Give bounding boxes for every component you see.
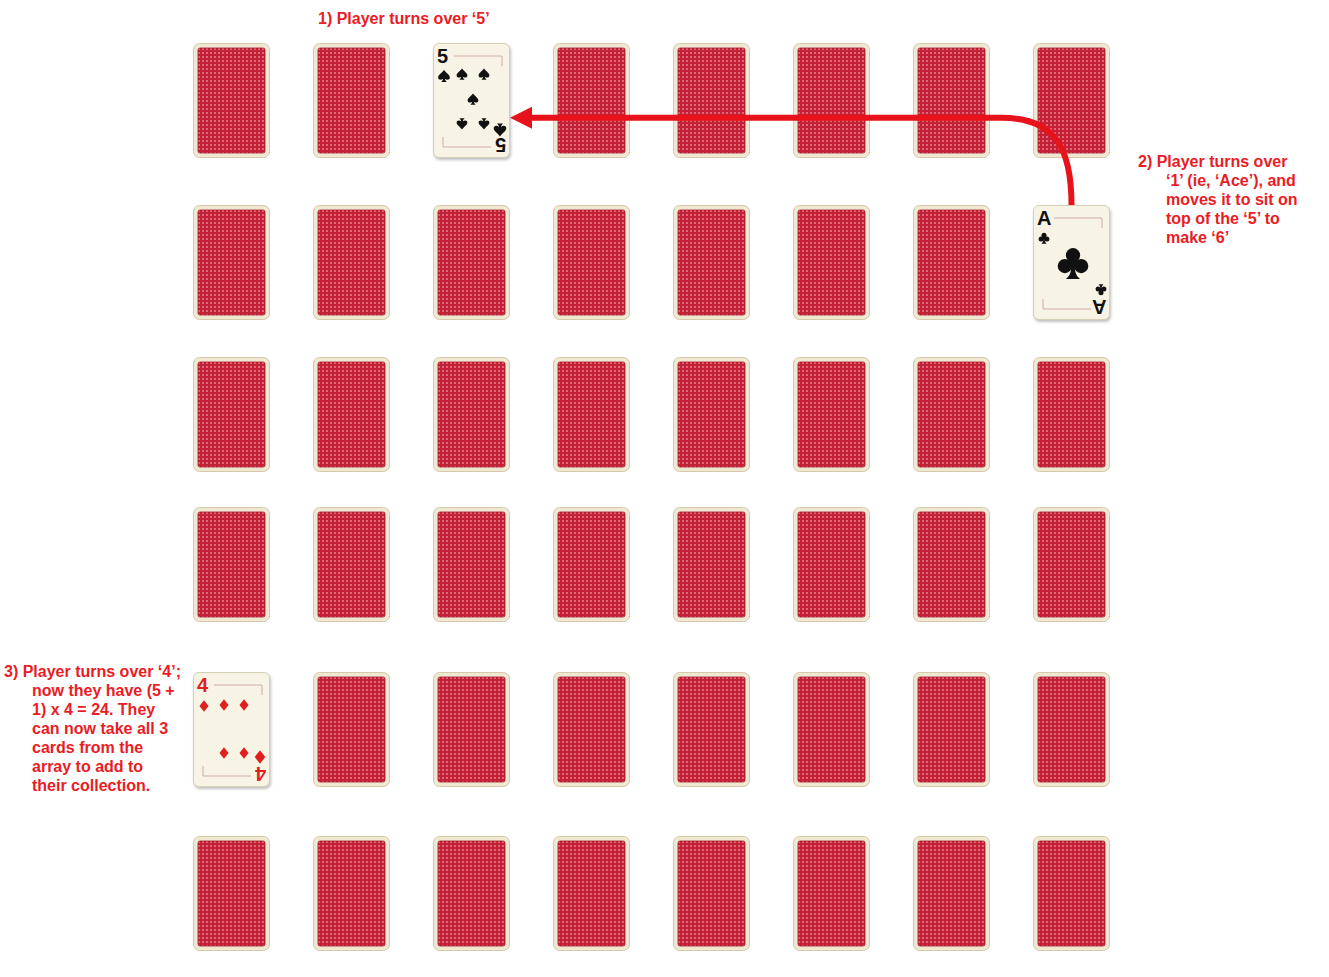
card-back	[554, 206, 630, 320]
playing-card: AA	[1033, 205, 1110, 320]
card-back	[434, 837, 510, 951]
suit-pip	[1096, 284, 1107, 295]
card-back	[314, 837, 390, 951]
card-frame-line	[203, 685, 262, 776]
suit-pip	[199, 700, 208, 712]
step-annotation: 3) Player turns over ‘4’; now they have …	[4, 662, 182, 795]
card-back	[914, 358, 990, 472]
card-back	[554, 673, 630, 787]
suit-pip	[479, 118, 490, 129]
card-rank: 5	[495, 135, 506, 155]
card-back	[194, 837, 270, 951]
card-back	[434, 508, 510, 622]
card-back	[434, 673, 510, 787]
card-back	[1034, 358, 1110, 472]
card-rank: 4	[197, 675, 208, 695]
card-back	[674, 508, 750, 622]
card-back	[1034, 508, 1110, 622]
suit-pip	[255, 750, 266, 763]
card-rank: 4	[255, 764, 266, 784]
card-back	[194, 44, 270, 158]
card-back	[434, 206, 510, 320]
suit-pip	[457, 68, 468, 79]
card-back	[314, 673, 390, 787]
card-back	[794, 44, 870, 158]
card-back	[314, 206, 390, 320]
card-back	[1034, 837, 1110, 951]
card-back	[554, 508, 630, 622]
card-back	[674, 358, 750, 472]
suit-pip	[438, 70, 450, 82]
move-arrow	[510, 107, 1072, 205]
card-back	[554, 837, 630, 951]
suit-pip	[457, 118, 468, 129]
step-annotation: 1) Player turns over ‘5’	[318, 9, 638, 28]
card-back	[1034, 673, 1110, 787]
card-back	[914, 673, 990, 787]
suit-pip	[239, 747, 248, 759]
suit-pip	[239, 699, 248, 711]
playing-card: 55	[433, 43, 510, 158]
card-back	[314, 358, 390, 472]
arrow-head	[510, 107, 532, 129]
suit-pip	[468, 93, 479, 104]
card-back	[674, 837, 750, 951]
card-back	[674, 673, 750, 787]
card-frame-line	[1043, 218, 1102, 309]
card-rank: A	[1092, 297, 1106, 317]
card-back	[914, 206, 990, 320]
arrow-shaft	[530, 118, 1072, 205]
card-back	[794, 837, 870, 951]
step-annotation: 2) Player turns over ‘1’ (ie, ‘Ace’), an…	[1138, 152, 1306, 247]
card-back	[794, 358, 870, 472]
card-back	[554, 358, 630, 472]
card-frame-line	[443, 56, 502, 147]
card-back	[674, 44, 750, 158]
card-back	[314, 508, 390, 622]
card-back	[194, 508, 270, 622]
card-back	[794, 673, 870, 787]
playing-card: 44	[193, 672, 270, 787]
card-back	[1034, 44, 1110, 158]
card-back	[194, 358, 270, 472]
card-back	[674, 206, 750, 320]
card-back	[794, 206, 870, 320]
card-back	[314, 44, 390, 158]
card-back	[914, 508, 990, 622]
card-back	[554, 44, 630, 158]
card-back	[914, 44, 990, 158]
suit-pip	[1039, 233, 1050, 244]
card-rank: A	[1037, 208, 1051, 228]
card-back	[794, 508, 870, 622]
card-rank: 5	[437, 46, 448, 66]
card-back	[434, 358, 510, 472]
suit-pip	[219, 699, 228, 711]
suit-pip	[1058, 248, 1089, 279]
suit-pip	[219, 747, 228, 759]
card-back	[194, 206, 270, 320]
card-back	[914, 837, 990, 951]
suit-pip	[479, 68, 490, 79]
